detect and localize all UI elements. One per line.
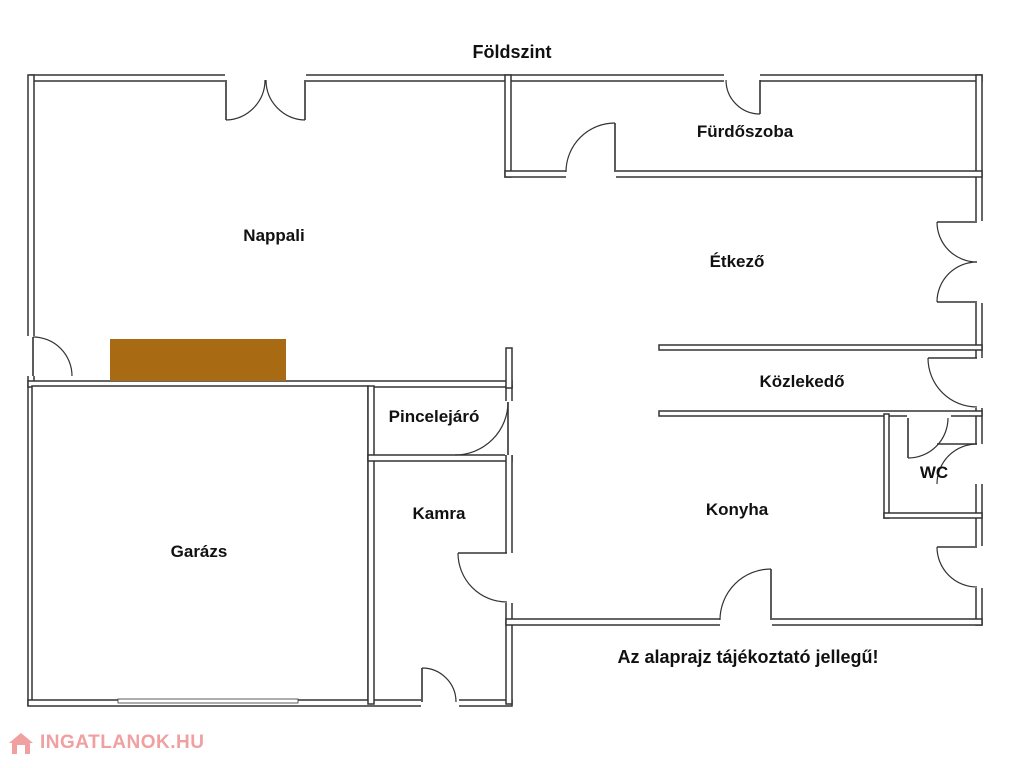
watermark: INGATLANOK.HU — [6, 728, 212, 758]
room-label-kamra: Kamra — [413, 504, 466, 523]
door-wc — [907, 413, 983, 485]
door-kamra-bottom — [421, 667, 459, 707]
watermark-text: INGATLANOK.HU — [40, 732, 205, 753]
house-icon — [9, 733, 33, 754]
garage-door — [117, 698, 299, 704]
door-konyha-bottom — [719, 568, 772, 626]
plan-title: Földszint — [473, 42, 552, 62]
door-etkezo-right — [936, 221, 983, 303]
fireplace — [110, 339, 286, 381]
room-label-garazs: Garázs — [171, 542, 228, 561]
room-label-etkezo: Étkező — [710, 252, 765, 271]
room-labels: Nappali Fürdőszoba Étkező Közlekedő WC K… — [171, 122, 949, 561]
room-label-konyha: Konyha — [706, 500, 769, 519]
door-pincelejaro — [454, 401, 513, 456]
doors — [27, 74, 983, 707]
door-kamra-right — [457, 552, 513, 603]
room-label-nappali: Nappali — [243, 226, 304, 245]
room-label-kozlekedo: Közlekedő — [759, 372, 844, 391]
door-kozlekedo — [927, 357, 983, 408]
door-nappali-left — [27, 336, 73, 377]
disclaimer-note: Az alaprajz tájékoztató jellegű! — [617, 647, 878, 667]
room-label-furdoszoba: Fürdőszoba — [697, 122, 794, 141]
door-bathroom-top — [724, 74, 761, 115]
door-konyha-right — [936, 546, 983, 588]
room-label-wc: WC — [920, 463, 948, 482]
door-entrance — [225, 74, 306, 121]
room-label-pincelejaro: Pincelejáró — [389, 407, 480, 426]
door-bathroom — [565, 122, 616, 178]
